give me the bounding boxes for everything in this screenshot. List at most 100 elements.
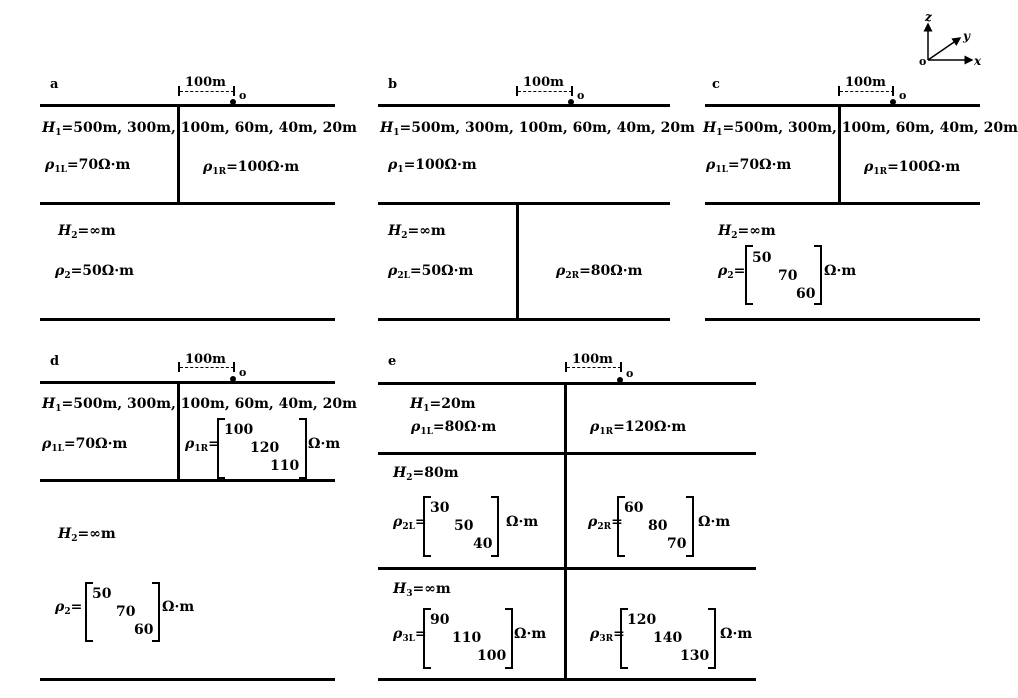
dist-arrow (180, 91, 234, 92)
origin-label: o (899, 89, 907, 102)
vertical-contact (516, 204, 519, 318)
panel-e-label: e (388, 354, 397, 369)
unit-label: Ω·m (506, 514, 539, 530)
matrix-bracket-right (491, 496, 499, 557)
origin-point (230, 376, 236, 382)
dist-tick-left (565, 362, 567, 372)
matrix-bracket-right (505, 608, 513, 669)
matrix-bracket-right (686, 496, 694, 557)
origin-point (890, 99, 896, 105)
matrix-value: 100 (224, 422, 254, 438)
matrix-bracket-left (423, 496, 431, 557)
rho3L-prefix: ρ3L= (393, 626, 427, 644)
h2-text: H2=∞m (58, 526, 116, 544)
matrix-bracket-right (299, 418, 307, 479)
bottom-line (378, 318, 670, 321)
rho1R-text: ρ1R=100Ω·m (864, 159, 961, 177)
matrix-value: 120 (250, 440, 280, 456)
surface-line (705, 104, 980, 107)
rho1R-prefix: ρ1R= (185, 436, 220, 454)
matrix-value: 110 (270, 458, 300, 474)
unit-label: Ω·m (308, 436, 341, 452)
matrix-value: 60 (624, 500, 644, 516)
h3-text: H3=∞m (393, 581, 451, 599)
bottom-line (40, 678, 335, 681)
rho3R-prefix: ρ3R= (590, 626, 625, 644)
vertical-contact (564, 384, 567, 680)
h2-text: H2=80m (393, 465, 459, 483)
origin-label: o (626, 367, 634, 380)
unit-label: Ω·m (720, 626, 753, 642)
matrix-value: 50 (454, 518, 474, 534)
rho2-prefix: ρ2= (718, 263, 746, 281)
coordinate-axes-icon (923, 22, 974, 65)
matrix-value: 100 (477, 648, 507, 664)
surface-line (378, 382, 756, 385)
dist-tick-right (233, 362, 235, 372)
layer-boundary (40, 479, 335, 482)
matrix-bracket-left (217, 418, 225, 479)
h1-text: H1=20m (410, 396, 476, 414)
rho2-text: ρ2=50Ω·m (55, 263, 134, 281)
matrix-bracket-right (152, 582, 160, 642)
matrix-value: 60 (134, 622, 154, 638)
rho1-text: ρ1=100Ω·m (388, 157, 477, 175)
dist-tick-left (516, 86, 518, 96)
vertical-contact (177, 383, 180, 480)
layer-boundary (378, 452, 756, 455)
layer-boundary (40, 202, 335, 205)
axis-x-label: x (974, 54, 982, 68)
layer-boundary (378, 567, 756, 570)
matrix-bracket-left (620, 608, 628, 669)
h2-text: H2=∞m (718, 223, 776, 241)
rho1R-text: ρ1R=120Ω·m (590, 419, 687, 437)
dist-label: 100m (572, 352, 613, 367)
origin-point (568, 99, 574, 105)
matrix-bracket-left (423, 608, 431, 669)
rho1L-text: ρ1L=70Ω·m (45, 157, 131, 175)
matrix-value: 40 (473, 536, 493, 552)
dist-tick-right (571, 86, 573, 96)
unit-label: Ω·m (824, 263, 857, 279)
rho2-prefix: ρ2= (55, 599, 83, 617)
matrix-value: 60 (796, 286, 816, 302)
rho2R-prefix: ρ2R= (588, 514, 623, 532)
panel-c-label: c (712, 77, 720, 92)
surface-line (378, 104, 670, 107)
matrix-value: 70 (667, 536, 687, 552)
dist-tick-right (620, 362, 622, 372)
bottom-line (378, 678, 756, 681)
origin-point (230, 99, 236, 105)
rho2L-text: ρ2L=50Ω·m (388, 263, 474, 281)
matrix-value: 90 (430, 612, 450, 628)
unit-label: Ω·m (514, 626, 547, 642)
dist-label: 100m (185, 75, 226, 90)
dist-tick-left (178, 362, 180, 372)
matrix-value: 50 (92, 586, 112, 602)
origin-point (617, 377, 623, 383)
matrix-value: 70 (116, 604, 136, 620)
panel-a-label: a (50, 77, 59, 92)
rho1L-text: ρ1L=80Ω·m (411, 419, 497, 437)
dist-arrow (180, 367, 234, 368)
unit-label: Ω·m (698, 514, 731, 530)
layer-boundary (705, 202, 980, 205)
h1-text: H1=500m, 300m, 100m, 60m, 40m, 20m (703, 120, 1018, 138)
origin-label: o (239, 89, 247, 102)
matrix-value: 30 (430, 500, 450, 516)
matrix-value: 120 (627, 612, 657, 628)
matrix-value: 140 (653, 630, 683, 646)
matrix-value: 70 (778, 268, 798, 284)
axis-origin-label: o (919, 55, 927, 68)
surface-line (40, 104, 335, 107)
vertical-contact (177, 106, 180, 203)
dist-label: 100m (845, 75, 886, 90)
matrix-bracket-left (745, 245, 753, 305)
dist-arrow (840, 91, 894, 92)
vertical-contact (838, 106, 841, 203)
rho2R-text: ρ2R=80Ω·m (556, 263, 643, 281)
matrix-value: 130 (680, 648, 710, 664)
dist-tick-right (233, 86, 235, 96)
dist-tick-left (838, 86, 840, 96)
bottom-line (40, 318, 335, 321)
